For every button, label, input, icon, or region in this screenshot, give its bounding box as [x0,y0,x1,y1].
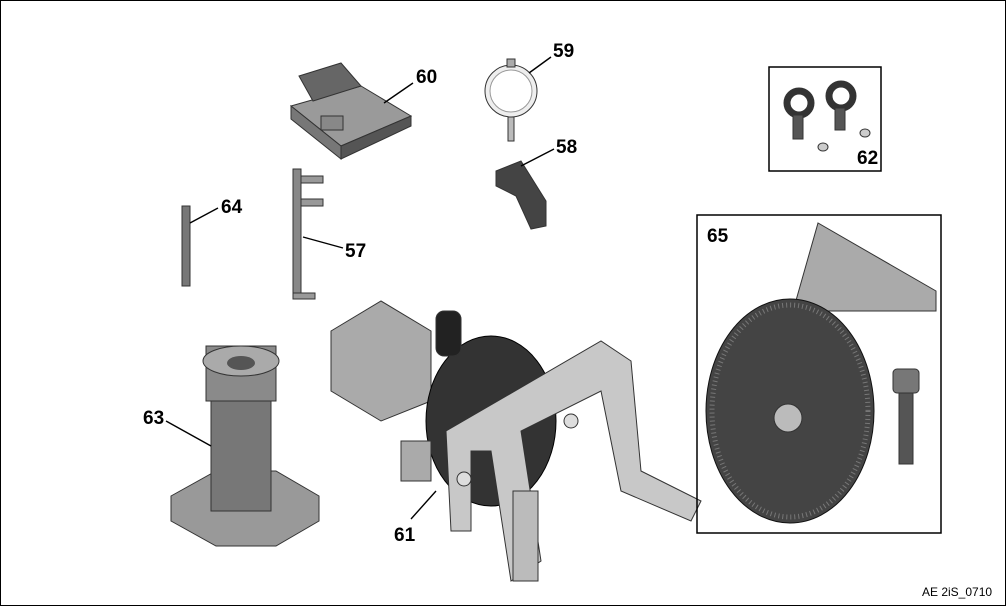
part-65-degree-wheel [705,222,937,524]
part-63-stand [170,345,320,547]
callout-62: 62 [857,148,878,169]
part-64-tap [181,205,191,287]
part-60-fixture-plate [289,62,413,161]
part-61-crankshaft-alignment-tool [330,300,702,582]
figure-code: AE 2iS_0710 [922,585,992,599]
callout-63: 63 [143,408,164,429]
part-59-dial-indicator [484,58,538,142]
part-62-eye-bolts [783,80,871,152]
part-57-support-rod [292,168,324,300]
inset-62-frame [768,66,882,172]
callout-61: 61 [394,525,416,546]
callout-60: 60 [416,67,437,88]
callout-57: 57 [345,241,366,262]
callout-65: 65 [707,226,729,247]
part-58-gauge-bracket [495,160,547,230]
callout-58: 58 [556,137,577,158]
callout-59: 59 [553,41,574,62]
inset-65-frame [696,214,942,534]
callout-64: 64 [221,197,243,218]
